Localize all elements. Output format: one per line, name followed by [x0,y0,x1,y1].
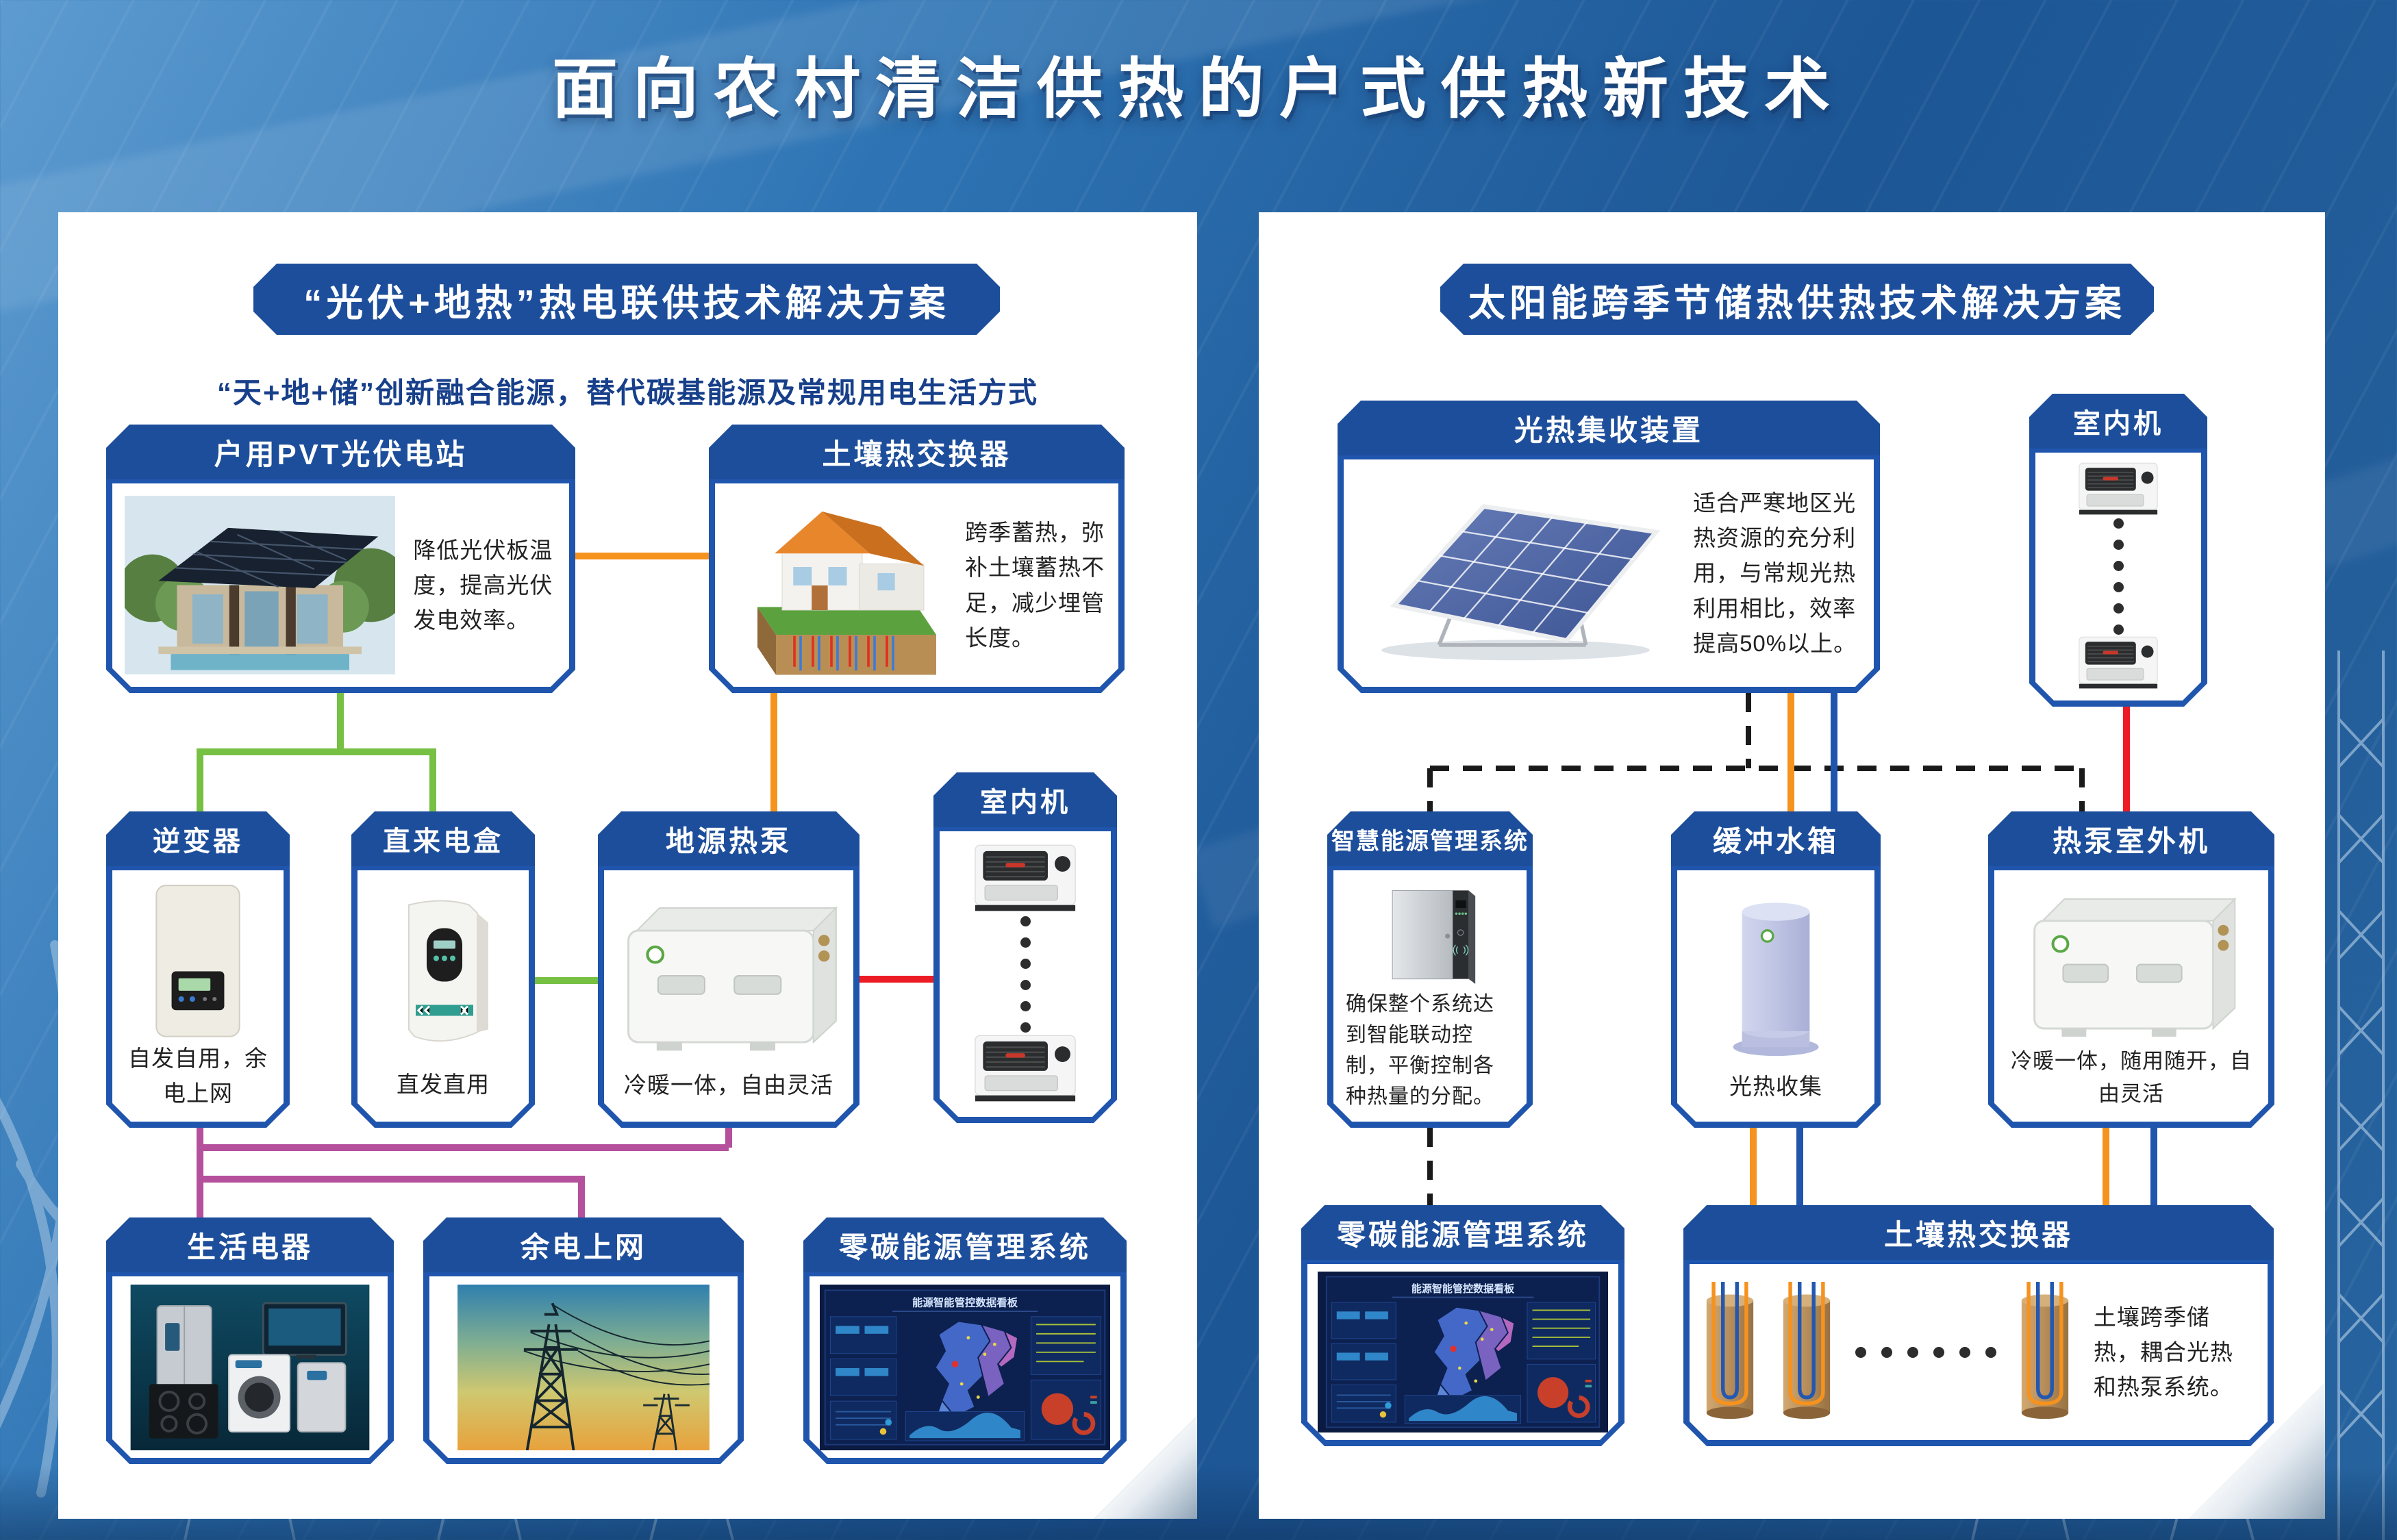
box-solar-collector: 光热集收装置 适合严寒地区光热资源的充分利用，与常规光热利用相比，效率提高50%… [1338,401,1880,693]
appliances-illustration [123,1285,377,1450]
box-grid-export: 余电上网 [423,1217,744,1464]
dashboard-title: 能源智能管控数据看板 [912,1296,1018,1309]
box-caption: 自发自用，余电上网 [128,1045,268,1106]
box-title: 户用PVT光伏电站 [106,425,575,479]
buffer-tank-illustration [1718,888,1834,1063]
box-caption: 适合严寒地区光热资源的充分利用，与常规光热利用相比，效率提高50%以上。 [1693,490,1857,656]
box-caption: 降低光伏板温度，提高光伏发电效率。 [413,537,553,633]
box-title: 生活电器 [106,1217,394,1272]
energy-dashboard-illustration: 能源智能管控数据看板 [1318,1272,1608,1432]
box-smart-energy: 智慧能源管理系统 确保整个系统达到智能联动控制，平衡控制各种热量的分配。 [1327,811,1533,1128]
control-cabinet-illustration [1365,880,1495,989]
box-title: 热泵室外机 [1988,811,2274,866]
box-title: 余电上网 [423,1217,744,1272]
box-title: 直来电盒 [351,811,535,866]
left-solution-subtitle: “天+地+储”创新融合能源，替代碳基能源及常规用电生活方式 [216,377,1039,409]
inverter-illustration [147,881,249,1041]
indoor-ac-unit-illustration [2053,461,2183,518]
borehole-illustration [1702,1272,1758,1432]
box-title: 智慧能源管理系统 [1327,811,1533,866]
box-caption: 土壤跨季储热，耦合光热和热泵系统。 [2093,1304,2233,1400]
box-inverter: 逆变器 自发自用，余电上网 [106,811,290,1128]
indoor-ac-unit-illustration [957,842,1094,916]
box-direct-power: 直来电盒 直发直用 [351,811,535,1128]
borehole-illustration [2017,1272,2073,1432]
solar-collector-illustration [1356,472,1675,674]
box-title: 逆变器 [106,811,290,866]
box-title: 室内机 [2029,394,2207,449]
box-soil-exchanger-right: 土壤热交换器 土壤跨季储热，耦合光热和热泵系统。 [1683,1205,2274,1446]
box-buffer-tank: 缓冲水箱 光热收集 [1671,811,1881,1128]
heat-pump-unit-illustration [2015,881,2248,1045]
box-ground-source-heat-pump: 地源热泵 冷暖一体，自由灵活 [598,811,859,1128]
box-title: 光热集收装置 [1338,401,1880,455]
box-title: 缓冲水箱 [1671,811,1881,866]
box-title: 土壤热交换器 [1683,1205,2274,1260]
power-tower-sunset-illustration [440,1285,727,1450]
box-caption: 确保整个系统达到智能联动控制，平衡控制各种热量的分配。 [1346,993,1494,1108]
box-title: 零碳能源管理系统 [1301,1205,1624,1260]
more-units-dots [2113,518,2124,635]
box-heat-pump-outdoor: 热泵室外机 冷暖一体，随用随开，自由灵活 [1988,811,2274,1128]
box-caption: 冷暖一体，自由灵活 [624,1072,833,1098]
box-indoor-units-left: 室内机 [933,772,1117,1123]
indoor-ac-unit-illustration [2053,635,2183,692]
energy-dashboard-illustration: 能源智能管控数据看板 [820,1285,1110,1450]
box-appliances: 生活电器 [106,1217,394,1464]
borehole-illustration [1779,1272,1835,1432]
heat-pump-unit-illustration [616,889,842,1059]
box-title: 地源热泵 [598,811,859,866]
page-title: 面向农村清洁供热的户式供热新技术 [552,53,1845,126]
box-indoor-units-right: 室内机 [2029,394,2207,707]
indoor-ac-unit-illustration [957,1033,1094,1107]
box-caption: 光热收集 [1729,1074,1822,1100]
left-solution-header: “光伏+地热”热电联供技术解决方案 [253,264,1000,335]
pvt-house-illustration [125,494,395,676]
more-units-dots [1020,916,1031,1033]
right-solution-header: 太阳能跨季节储热供热技术解决方案 [1440,264,2154,335]
dashboard-title: 能源智能管控数据看板 [1411,1283,1515,1295]
direct-box-illustration [388,890,498,1058]
box-zero-carbon-right: 零碳能源管理系统 能源智能管控数据看板 [1301,1205,1624,1446]
box-caption: 跨季蓄热，弥补土壤蓄热不足，减少埋管长度。 [965,520,1105,651]
box-soil-exchanger-left: 土壤热交换器 跨季蓄热，弥补土壤蓄热不足，减少埋管长度。 [709,425,1125,693]
more-boreholes-dots [1855,1347,1996,1358]
soil-house-illustration [728,493,947,678]
box-title: 土壤热交换器 [709,425,1125,479]
box-title: 室内机 [933,772,1117,827]
box-caption: 直发直用 [397,1071,490,1097]
box-caption: 冷暖一体，随用随开，自由灵活 [2011,1048,2252,1106]
box-zero-carbon-left: 零碳能源管理系统 能源智能管控数据看板 [803,1217,1127,1464]
box-title: 零碳能源管理系统 [803,1217,1127,1272]
box-pvt-station: 户用PVT光伏电站 降低光伏板温度，提高光伏发电效率。 [106,425,575,693]
